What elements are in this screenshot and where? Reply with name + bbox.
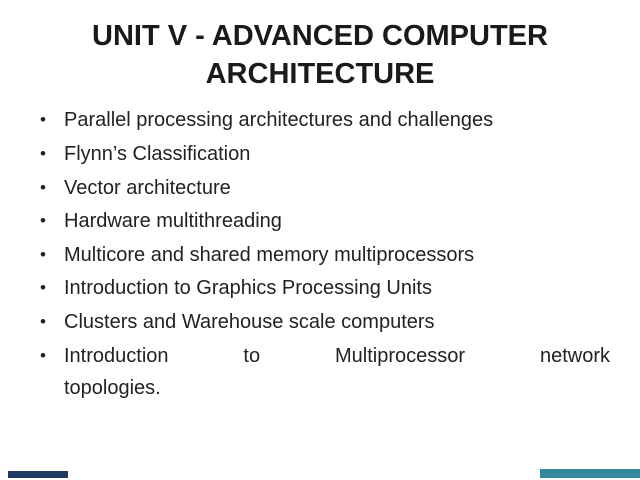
bullet-text: Parallel processing architectures and ch…: [64, 109, 494, 132]
bullet-marker-icon: •: [40, 143, 46, 163]
bottom-right-bar: [540, 469, 640, 478]
list-item: • Hardware multithreading: [40, 210, 610, 234]
list-item: • Parallel processing architectures and …: [40, 109, 610, 133]
bullet-list: • Parallel processing architectures and …: [0, 109, 640, 400]
bottom-left-bar: [8, 471, 68, 478]
bullet-marker-icon: •: [40, 110, 46, 130]
bullet-second-line: topologies.: [64, 377, 161, 400]
list-item-justified: • Introduction to Multiprocessor network…: [40, 345, 610, 401]
list-item: • Introduction to Graphics Processing Un…: [40, 277, 610, 301]
bullet-text: Clusters and Warehouse scale computers: [64, 310, 435, 333]
bullet-text: Multicore and shared memory multiprocess…: [64, 243, 475, 266]
bullet-text: Introduction to Graphics Processing Unit…: [64, 277, 432, 300]
bullet-text: Flynn’s Classification: [64, 142, 251, 165]
bullet-marker-icon: •: [40, 278, 46, 298]
list-item: • Flynn’s Classification: [40, 143, 610, 167]
justified-word: to: [243, 344, 261, 367]
list-item: • Vector architecture: [40, 177, 610, 201]
bullet-marker-icon: •: [40, 211, 46, 231]
slide-title: UNIT V - ADVANCED COMPUTER ARCHITECTURE: [36, 18, 604, 93]
slide-title-line-2: ARCHITECTURE: [205, 57, 435, 90]
justified-line: Introduction to Multiprocessor network: [64, 345, 610, 369]
slide-title-line-1: UNIT V - ADVANCED COMPUTER: [92, 20, 548, 52]
justified-word: Multiprocessor: [335, 344, 466, 367]
bullet-marker-icon: •: [40, 244, 46, 264]
bullet-text: Introduction to Multiprocessor network t…: [64, 345, 610, 401]
list-item: • Multicore and shared memory multiproce…: [40, 244, 610, 268]
list-item: • Clusters and Warehouse scale computers: [40, 311, 610, 335]
bullet-marker-icon: •: [40, 311, 46, 331]
bullet-marker-icon: •: [40, 177, 46, 197]
justified-word: Introduction: [64, 344, 169, 367]
justified-word: network: [539, 344, 610, 367]
bullet-marker-icon: •: [40, 345, 46, 365]
bullet-text: Vector architecture: [64, 176, 231, 199]
bullet-text: Hardware multithreading: [64, 210, 282, 233]
